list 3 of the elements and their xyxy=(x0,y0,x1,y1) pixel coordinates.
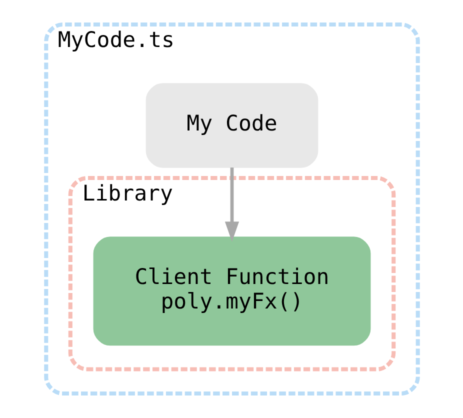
arrow xyxy=(224,168,239,242)
node-box: Client Function poly.myFx() xyxy=(92,236,370,346)
node-box: My Code xyxy=(145,83,318,168)
